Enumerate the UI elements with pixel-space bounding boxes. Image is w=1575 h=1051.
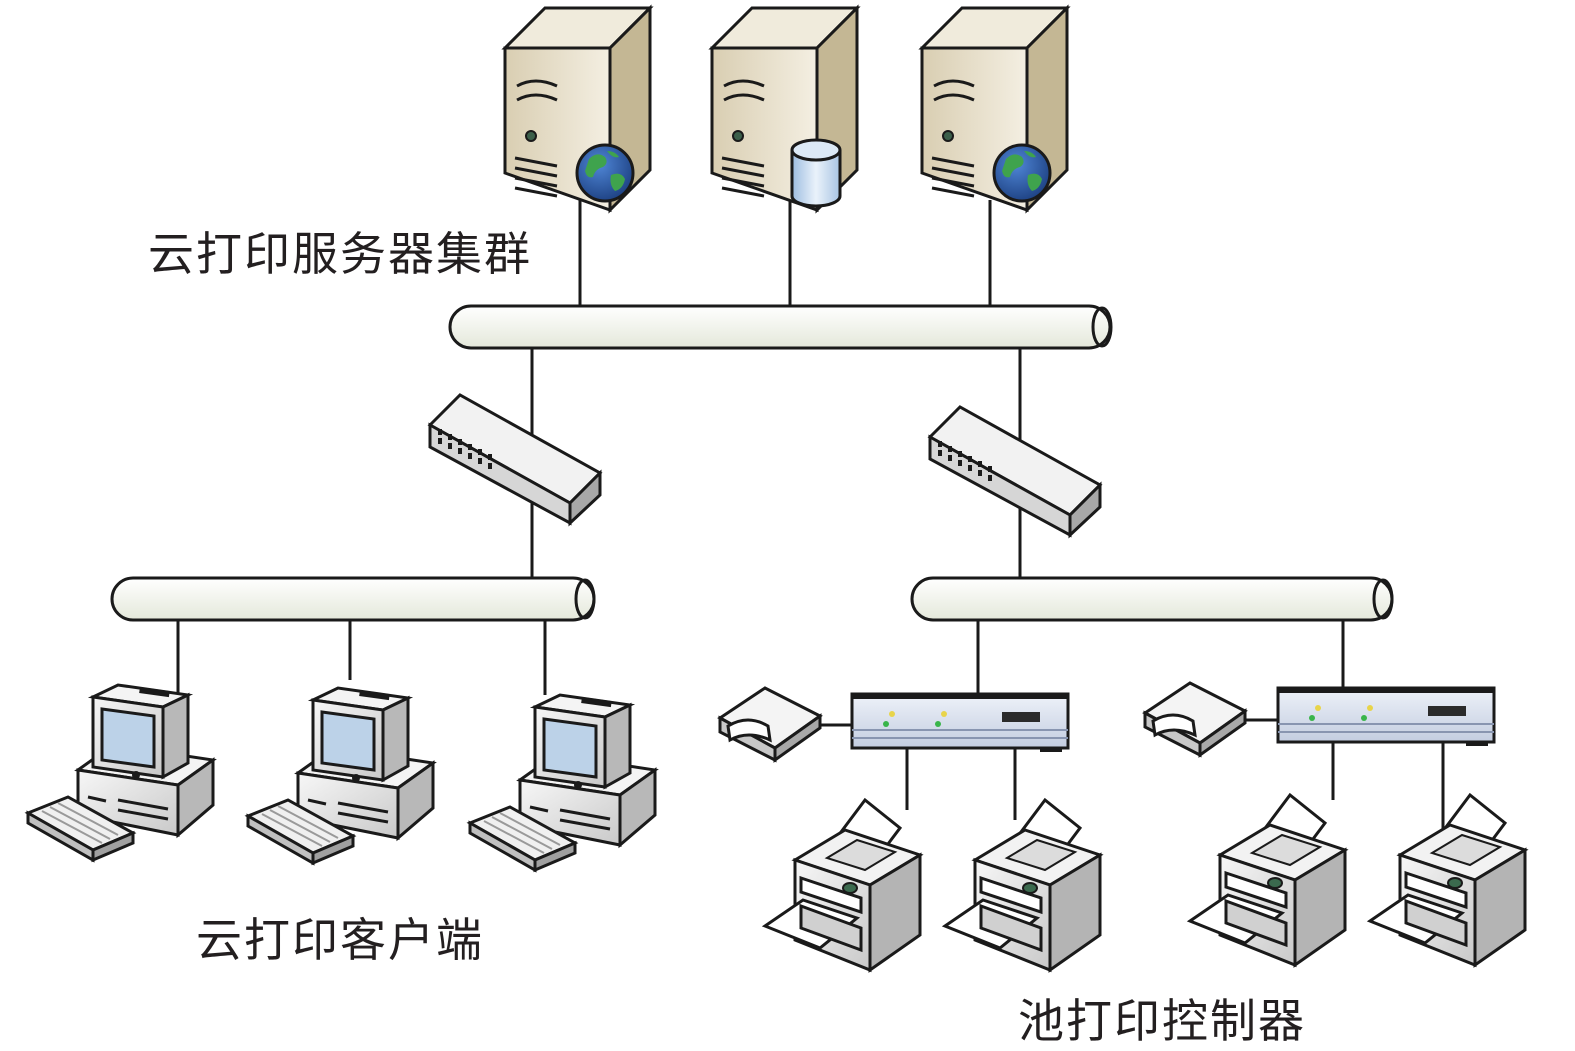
- printer-3: [1188, 793, 1347, 967]
- client-bus: [110, 576, 596, 622]
- print-controller-2: [1276, 686, 1496, 748]
- web-server-right: [920, 6, 1069, 212]
- printer-4: [1368, 793, 1527, 967]
- client-computer-1: [26, 683, 215, 862]
- globe-icon: [575, 143, 635, 203]
- printer-2: [943, 798, 1102, 972]
- print-controller-1: [850, 692, 1070, 754]
- server-cluster-label: 云打印服务器集群: [148, 227, 532, 281]
- client-computer-2: [246, 686, 435, 865]
- card-reader-1: [718, 686, 822, 762]
- printer-1: [763, 798, 922, 972]
- backbone-bus: [448, 304, 1113, 350]
- globe-icon: [992, 143, 1052, 203]
- printer-bus: [910, 576, 1394, 622]
- clients-label: 云打印客户端: [196, 913, 484, 967]
- switch-right: [928, 405, 1102, 537]
- web-server-left: [503, 6, 652, 212]
- database-icon: [790, 138, 842, 208]
- card-reader-2: [1143, 681, 1247, 757]
- database-server: [710, 6, 859, 212]
- pool-controller-label: 池打印控制器: [1018, 994, 1306, 1048]
- switch-left: [428, 393, 602, 525]
- client-computer-3: [468, 693, 657, 872]
